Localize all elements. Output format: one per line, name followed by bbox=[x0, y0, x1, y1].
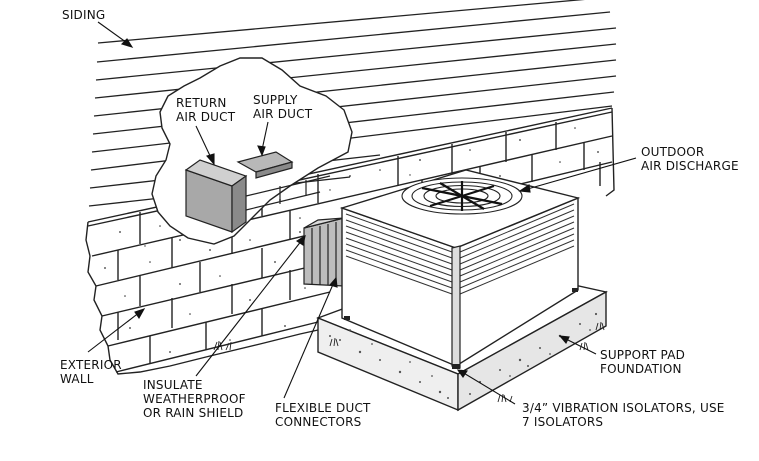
label-flexible-duct-connectors: FLEXIBLE DUCT CONNECTORS bbox=[275, 401, 371, 429]
label-line: INSULATE bbox=[143, 378, 203, 392]
label-supply-air-duct: SUPPLY AIR DUCT bbox=[253, 93, 312, 121]
label-siding-text: SIDING bbox=[62, 8, 106, 22]
label-line: WALL bbox=[60, 372, 94, 386]
bubble-bricks bbox=[245, 175, 331, 211]
condenser-louvers-right bbox=[459, 203, 575, 295]
condenser-corner-posts bbox=[451, 245, 461, 369]
label-exterior-wall: EXTERIOR WALL bbox=[60, 358, 122, 386]
flexible-duct-connector-shape bbox=[303, 217, 345, 287]
label-line: SUPPLY bbox=[253, 93, 298, 107]
label-line: OUTDOOR bbox=[641, 145, 705, 159]
vibration-isolators-shape bbox=[344, 288, 578, 369]
label-line: OR RAIN SHIELD bbox=[143, 406, 244, 420]
label-support-pad-foundation: SUPPORT PAD FOUNDATION bbox=[600, 348, 685, 376]
label-vibration-isolators: 3/4” VIBRATION ISOLATORS, USE 7 ISOLATOR… bbox=[522, 401, 725, 429]
label-outdoor-air-discharge: OUTDOOR AIR DISCHARGE bbox=[641, 145, 739, 173]
label-line: FOUNDATION bbox=[600, 362, 682, 376]
supply-air-duct-shape bbox=[236, 151, 294, 179]
label-line: AIR DUCT bbox=[253, 107, 313, 121]
label-line: 3/4” VIBRATION ISOLATORS, USE bbox=[522, 401, 725, 415]
label-line: AIR DISCHARGE bbox=[641, 159, 739, 173]
label-line: 7 ISOLATORS bbox=[522, 415, 604, 429]
condenser-louvers-left bbox=[345, 213, 453, 295]
cutaway-bubble bbox=[151, 57, 353, 245]
label-insulate-weatherproof: INSULATE WEATHERPROOF OR RAIN SHIELD bbox=[143, 378, 246, 420]
label-line: RETURN bbox=[176, 96, 227, 110]
label-line: WEATHERPROOF bbox=[143, 392, 246, 406]
label-line: SUPPORT PAD bbox=[600, 348, 686, 362]
label-line: EXTERIOR bbox=[60, 358, 122, 372]
label-return-air-duct: RETURN AIR DUCT bbox=[176, 96, 235, 124]
leader-lines bbox=[87, 21, 637, 405]
label-line: AIR DUCT bbox=[176, 110, 236, 124]
label-line: CONNECTORS bbox=[275, 415, 362, 429]
fan-blades bbox=[421, 181, 503, 211]
label-siding: SIDING bbox=[62, 8, 105, 22]
label-line: FLEXIBLE DUCT bbox=[275, 401, 371, 415]
return-air-duct-shape bbox=[184, 159, 248, 234]
